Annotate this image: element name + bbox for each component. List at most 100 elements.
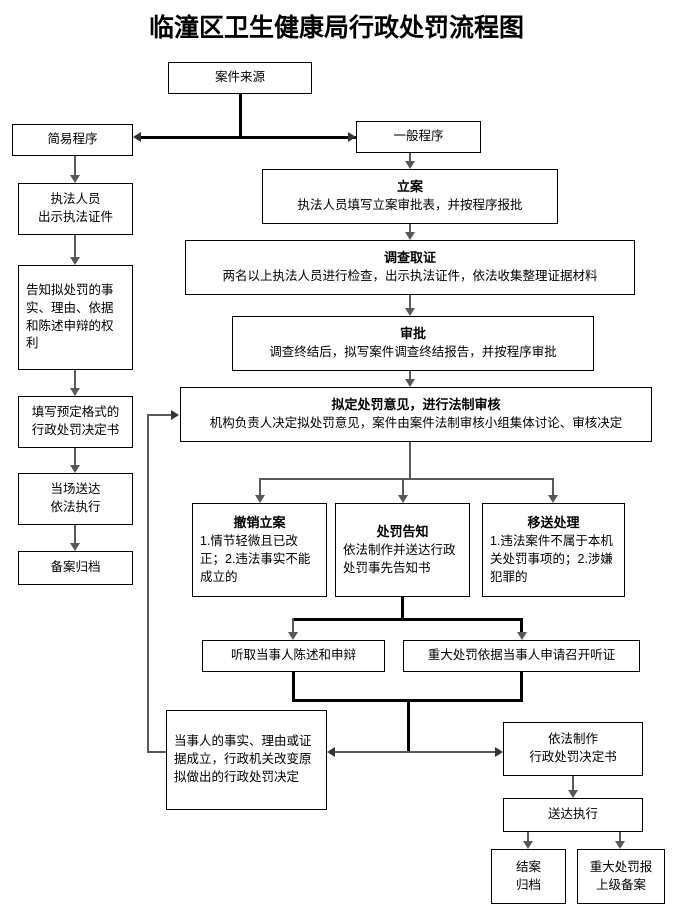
arrow-to-hear-statement <box>288 632 298 640</box>
arrow-general-to-filing <box>405 161 415 169</box>
arrow-to-simple-procedure <box>133 132 141 142</box>
arrow-serve-to-close <box>523 841 533 849</box>
node-filing: 立案 执法人员填写立案审批表，并按程序报批 <box>262 169 558 224</box>
connector-serve-to-close <box>527 832 529 841</box>
arrow-to-transfer-case <box>548 495 558 503</box>
node-transfer-case-body: 1.违法案件不属于本机关处罚事项的；2.涉嫌犯罪的 <box>490 534 613 584</box>
node-approval-body: 调查终结后，拟写案件调查终结报告，并按程序审批 <box>269 345 557 360</box>
node-report-superior-label: 重大处罚报 上级备案 <box>589 859 653 892</box>
connector-approval-to-draft <box>409 371 411 379</box>
connector-branch-revoke <box>259 478 261 495</box>
connector-fill-to-onsite <box>74 448 76 465</box>
arrow-to-revoke-filing <box>255 495 265 503</box>
arrow-to-penalty-notice <box>398 495 408 503</box>
connector-split-bus <box>141 136 356 139</box>
node-serve-execute-label: 送达执行 <box>547 807 598 822</box>
node-investigation-heading: 调查取证 <box>383 249 436 265</box>
node-approval-heading: 审批 <box>399 325 426 341</box>
node-fill-decision: 填写预定格式的 行政处罚决定书 <box>18 396 133 448</box>
node-close-archive: 结案 归档 <box>491 849 566 904</box>
node-filing-heading: 立案 <box>396 178 423 194</box>
connector-penalty-down <box>401 597 404 621</box>
node-filing-body: 执法人员填写立案审批表，并按程序报批 <box>297 198 523 213</box>
arrow-feedback-to-draft <box>171 410 179 420</box>
connector-onsite-to-record <box>74 525 76 543</box>
node-general-procedure: 一般程序 <box>356 121 481 153</box>
connector-decision-bidirectional <box>330 751 500 753</box>
connector-filing-to-investigation <box>409 224 411 232</box>
node-change-decision-label: 当事人的事实、理由或证据成立，行政机关改变原拟做出的行政处罚决定 <box>174 734 312 784</box>
node-make-decision-label: 依法制作 行政处罚决定书 <box>529 732 617 764</box>
node-investigation-body: 两名以上执法人员进行检查，出示执法证件，依法收集整理证据材料 <box>222 269 598 284</box>
node-penalty-notice: 处罚告知 依法制作并送达行政处罚事先告知书 <box>335 503 470 597</box>
node-revoke-filing: 撤销立案 1.情节轻微且已改正；2.违法事实不能成立的 <box>192 503 327 597</box>
node-draft-opinion: 拟定处罚意见，进行法制审核 机构负责人决定拟处罚意见，案件由案件法制审核小组集体… <box>180 387 652 442</box>
arrow-to-general-procedure <box>348 132 356 142</box>
connector-branch-penalty <box>402 478 404 495</box>
connector-hearing-down <box>520 672 523 702</box>
connector-hearing-bus <box>292 618 522 621</box>
arrow-to-hearing <box>517 632 527 640</box>
node-revoke-filing-heading: 撤销立案 <box>233 514 286 530</box>
arrow-onsite-to-record <box>70 543 80 551</box>
node-approval: 审批 调查终结后，拟写案件调查终结报告，并按程序审批 <box>232 316 594 371</box>
connector-simple-to-enforcement <box>74 156 76 175</box>
connector-branch-transfer <box>552 478 554 495</box>
connector-make-to-serve <box>572 776 574 790</box>
node-record-file: 备案归档 <box>18 551 133 585</box>
connector-feedback-up <box>147 414 149 753</box>
node-simple-procedure: 简易程序 <box>12 124 133 156</box>
node-hearing: 重大处罚依据当事人申请召开听证 <box>403 640 640 672</box>
node-serve-execute: 送达执行 <box>503 798 643 832</box>
node-notify-facts: 告知拟处罚的事实、理由、依据和陈述申辩的权利 <box>18 265 133 370</box>
connector-case-source-down <box>239 94 242 137</box>
node-penalty-notice-body: 依法制作并送达行政处罚事先告知书 <box>343 542 456 575</box>
node-enforcement-id-label: 执法人员 出示执法证件 <box>37 192 113 224</box>
page-title: 临潼区卫生健康局行政处罚流程图 <box>148 15 524 42</box>
arrow-to-change-decision <box>327 747 335 757</box>
arrow-filing-to-investigation <box>405 232 415 240</box>
arrow-to-make-decision <box>495 747 503 757</box>
node-report-superior: 重大处罚报 上级备案 <box>577 849 665 904</box>
node-notify-facts-label: 告知拟处罚的事实、理由、依据和陈述申辩的权利 <box>26 283 114 351</box>
arrow-make-to-serve <box>568 790 578 798</box>
connector-bus-to-hearing <box>520 618 523 632</box>
node-fill-decision-label: 填写预定格式的 行政处罚决定书 <box>31 405 120 437</box>
node-draft-opinion-heading: 拟定处罚意见，进行法制审核 <box>331 396 501 412</box>
node-draft-opinion-body: 机构负责人决定拟处罚意见，案件由案件法制审核小组集体讨论、审核决定 <box>209 416 623 431</box>
node-close-archive-label: 结案 归档 <box>515 859 541 892</box>
node-enforcement-id: 执法人员 出示执法证件 <box>18 183 133 235</box>
connector-three-way-bus <box>259 478 554 480</box>
node-general-procedure-label: 一般程序 <box>393 129 444 144</box>
connector-draft-down <box>409 442 411 479</box>
arrow-notify-to-fill <box>70 388 80 396</box>
node-case-source-label: 案件来源 <box>214 70 265 85</box>
connector-investigation-to-approval <box>409 295 411 308</box>
connector-feedback-left <box>147 751 167 753</box>
node-simple-procedure-label: 简易程序 <box>47 132 98 147</box>
node-transfer-case: 移送处理 1.违法案件不属于本机关处罚事项的；2.涉嫌犯罪的 <box>482 503 625 597</box>
node-transfer-case-heading: 移送处理 <box>527 514 580 530</box>
connector-general-to-filing <box>409 153 411 161</box>
connector-merge-down <box>407 699 410 753</box>
connector-enforcement-to-notify <box>74 235 76 257</box>
node-penalty-notice-heading: 处罚告知 <box>376 523 429 539</box>
arrow-investigation-to-approval <box>405 308 415 316</box>
connector-feedback-right <box>147 414 172 416</box>
node-onsite-service: 当场送达 依法执行 <box>18 473 133 525</box>
node-change-decision: 当事人的事实、理由或证据成立，行政机关改变原拟做出的行政处罚决定 <box>166 710 327 810</box>
arrow-fill-to-onsite <box>70 465 80 473</box>
node-revoke-filing-body: 1.情节轻微且已改正；2.违法事实不能成立的 <box>200 534 311 584</box>
arrow-enforcement-to-notify <box>70 257 80 265</box>
connector-notify-to-fill <box>74 370 76 388</box>
node-hearing-label: 重大处罚依据当事人申请召开听证 <box>427 648 616 663</box>
node-record-file-label: 备案归档 <box>50 560 101 575</box>
node-investigation: 调查取证 两名以上执法人员进行检查，出示执法证件，依法收集整理证据材料 <box>185 240 635 295</box>
node-make-decision: 依法制作 行政处罚决定书 <box>503 722 643 776</box>
arrow-serve-to-report <box>615 841 625 849</box>
node-hear-statement: 听取当事人陈述和申辩 <box>202 640 385 672</box>
node-hear-statement-label: 听取当事人陈述和申辩 <box>230 648 356 663</box>
connector-bus-to-hear <box>292 618 294 632</box>
node-case-source: 案件来源 <box>168 62 312 94</box>
